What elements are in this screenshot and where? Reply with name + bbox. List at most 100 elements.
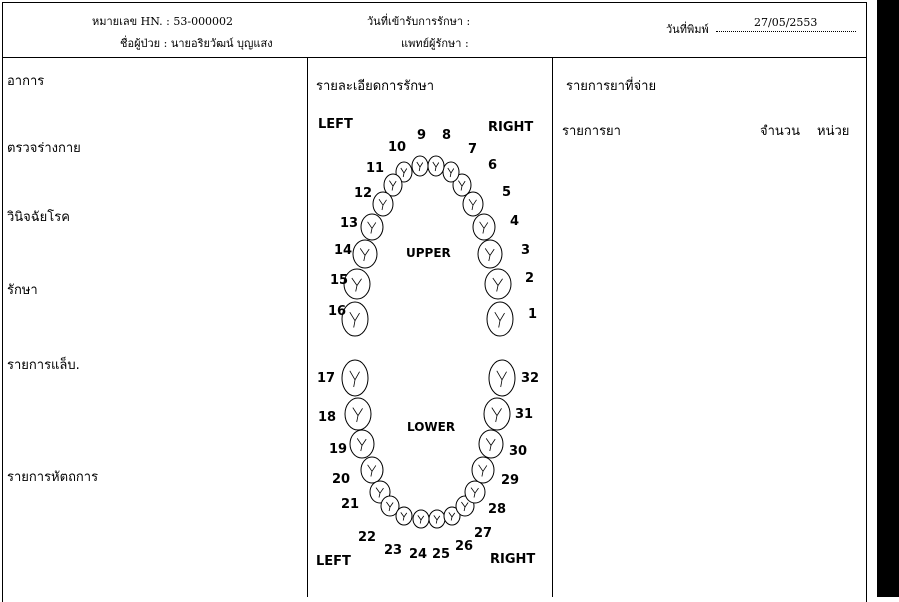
tooth-number-19: 19 bbox=[329, 442, 347, 457]
tooth-30-fissure bbox=[485, 438, 496, 452]
tooth-17[interactable] bbox=[341, 359, 369, 397]
tooth-number-6: 6 bbox=[488, 158, 497, 173]
tooth-2[interactable] bbox=[484, 268, 512, 300]
tooth-number-16: 16 bbox=[328, 304, 346, 319]
tooth-11[interactable] bbox=[383, 173, 403, 197]
tooth-number-15: 15 bbox=[330, 273, 348, 288]
tooth-4[interactable] bbox=[472, 213, 496, 241]
lower-arch-label: LOWER bbox=[407, 420, 455, 434]
tooth-9[interactable] bbox=[411, 155, 429, 177]
tooth-12-fissure bbox=[378, 198, 387, 211]
tooth-number-18: 18 bbox=[318, 410, 336, 425]
doctor-label: แพทย์ผู้รักษา : bbox=[401, 37, 469, 50]
tooth-28[interactable] bbox=[464, 480, 486, 504]
tooth-19[interactable] bbox=[349, 429, 375, 459]
tooth-25[interactable] bbox=[428, 509, 446, 529]
tooth-32[interactable] bbox=[488, 359, 516, 397]
tooth-5-fissure bbox=[468, 198, 477, 211]
upper-right-label: RIGHT bbox=[488, 120, 533, 135]
physical-exam-heading: ตรวจร่างกาย bbox=[7, 141, 81, 156]
tooth-1[interactable] bbox=[486, 301, 514, 337]
admit-date-label: วันที่เข้ารับการรักษา : bbox=[367, 15, 471, 28]
tooth-25-fissure bbox=[433, 515, 441, 524]
tooth-32-fissure bbox=[496, 370, 507, 388]
tooth-18[interactable] bbox=[344, 397, 372, 431]
tooth-number-30: 30 bbox=[509, 444, 527, 459]
symptoms-heading: อาการ bbox=[7, 74, 45, 89]
tooth-23-fissure bbox=[400, 512, 408, 521]
tooth-7[interactable] bbox=[442, 161, 460, 183]
tooth-14[interactable] bbox=[352, 239, 378, 269]
tooth-number-24: 24 bbox=[409, 547, 427, 562]
tooth-9-fissure bbox=[416, 161, 424, 172]
tooth-number-28: 28 bbox=[488, 502, 506, 517]
tooth-6[interactable] bbox=[452, 173, 472, 197]
form-frame bbox=[2, 2, 867, 602]
print-date-label: วันที่พิมพ์ bbox=[666, 23, 709, 36]
tooth-number-25: 25 bbox=[432, 547, 450, 562]
tooth-15[interactable] bbox=[343, 268, 371, 300]
tooth-number-9: 9 bbox=[417, 128, 426, 143]
tooth-1-fissure bbox=[494, 311, 505, 328]
print-date-underline bbox=[716, 31, 856, 32]
tooth-8[interactable] bbox=[427, 155, 445, 177]
tooth-16[interactable] bbox=[341, 301, 369, 337]
tooth-16-fissure bbox=[349, 311, 360, 328]
tooth-6-fissure bbox=[458, 180, 466, 191]
tooth-20[interactable] bbox=[360, 456, 384, 484]
tooth-28-fissure bbox=[470, 487, 479, 498]
tooth-21-fissure bbox=[375, 487, 384, 498]
tooth-number-20: 20 bbox=[332, 472, 350, 487]
tooth-number-23: 23 bbox=[384, 543, 402, 558]
tooth-3[interactable] bbox=[477, 239, 503, 269]
tooth-23[interactable] bbox=[395, 506, 413, 526]
tooth-number-1: 1 bbox=[528, 307, 537, 322]
tooth-10[interactable] bbox=[395, 161, 413, 183]
tooth-14-fissure bbox=[359, 248, 370, 262]
lower-right-label: RIGHT bbox=[490, 552, 535, 567]
tooth-29-fissure bbox=[478, 464, 488, 477]
lab-list-heading: รายการแล็บ. bbox=[7, 358, 80, 373]
tooth-number-4: 4 bbox=[510, 214, 519, 229]
tooth-11-fissure bbox=[389, 180, 397, 191]
tooth-17-fissure bbox=[349, 370, 360, 388]
tooth-30[interactable] bbox=[478, 429, 504, 459]
tooth-24-fissure bbox=[417, 515, 425, 524]
right-edge-bar bbox=[877, 0, 899, 597]
tooth-12[interactable] bbox=[372, 191, 394, 217]
tooth-5[interactable] bbox=[462, 191, 484, 217]
dispensed-drugs-title: รายการยาที่จ่าย bbox=[566, 79, 657, 94]
tooth-8-fissure bbox=[432, 161, 440, 172]
tooth-31[interactable] bbox=[483, 397, 511, 431]
tooth-2-fissure bbox=[492, 277, 503, 292]
patient-name-label: ชื่อผู้ป่วย : นายอริยวัฒน์ บุญแสง bbox=[120, 37, 273, 50]
tooth-number-3: 3 bbox=[521, 243, 530, 258]
hn-label: หมายเลข HN. : 53-000002 bbox=[92, 15, 234, 28]
tooth-number-2: 2 bbox=[525, 271, 534, 286]
tooth-13[interactable] bbox=[360, 213, 384, 241]
tooth-10-fissure bbox=[400, 167, 408, 178]
tooth-26-fissure bbox=[448, 512, 456, 521]
tooth-number-17: 17 bbox=[317, 371, 335, 386]
tooth-13-fissure bbox=[367, 221, 377, 234]
print-date-value: 27/05/2553 bbox=[754, 16, 818, 29]
tooth-number-29: 29 bbox=[501, 473, 519, 488]
tooth-22[interactable] bbox=[380, 495, 400, 517]
upper-arch-label: UPPER bbox=[406, 246, 451, 260]
tooth-24[interactable] bbox=[412, 509, 430, 529]
upper-left-label: LEFT bbox=[318, 117, 353, 132]
tooth-number-21: 21 bbox=[341, 497, 359, 512]
tooth-31-fissure bbox=[491, 407, 502, 423]
tooth-22-fissure bbox=[386, 501, 394, 512]
tooth-4-fissure bbox=[479, 221, 489, 234]
tooth-number-12: 12 bbox=[354, 186, 372, 201]
tooth-26[interactable] bbox=[443, 506, 461, 526]
tooth-29[interactable] bbox=[471, 456, 495, 484]
tooth-3-fissure bbox=[484, 248, 495, 262]
tooth-number-26: 26 bbox=[455, 539, 473, 554]
tooth-18-fissure bbox=[352, 407, 363, 423]
quantity-column-header: จำนวน bbox=[760, 124, 800, 139]
treatment-detail-title: รายละเอียดการรักษา bbox=[316, 79, 435, 94]
